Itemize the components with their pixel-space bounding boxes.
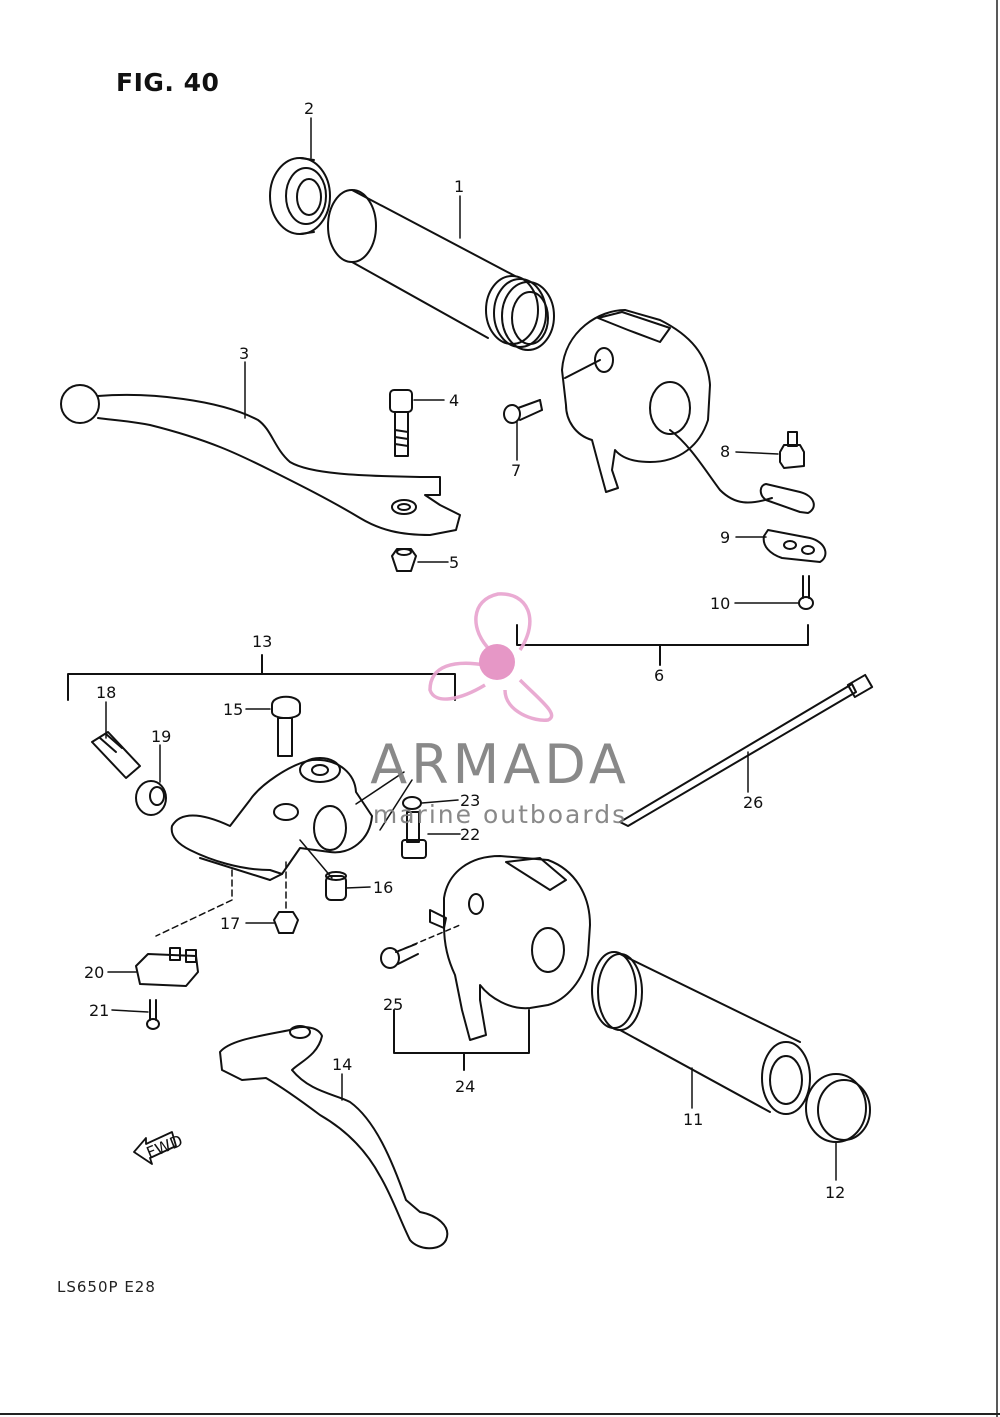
part-4-drawing [389,389,413,457]
part-23-drawing [402,796,422,810]
part-3-drawing [60,384,461,536]
label-8: 8 [720,442,730,461]
label-6: 6 [654,666,664,685]
part-10-drawing [798,575,814,610]
part-labels: 2 1 3 4 5 7 8 9 10 6 13 18 19 15 23 22 2… [84,99,845,1202]
part-5-drawing [391,548,417,572]
part-14-drawing [219,1025,449,1250]
label-17: 17 [220,914,240,933]
fwd-arrow [133,1131,177,1165]
label-24: 24 [455,1077,475,1096]
part-9-drawing [759,483,827,563]
part-18-drawing [91,731,141,779]
label-3: 3 [239,344,249,363]
part-11-drawing [591,951,811,1115]
part-17-drawing [273,911,299,934]
model-code: LS650P E28 [57,1278,156,1296]
bracket-24 [393,1009,530,1054]
bracket-13 [67,673,456,701]
part-21-drawing [146,999,160,1030]
part-7-drawing [503,399,543,424]
part-25-drawing [380,943,419,969]
watermark-tagline: marine outboards [373,800,627,829]
fwd-label: FWD [144,1131,186,1163]
part-15-drawing [271,695,301,757]
propeller-icon [428,592,554,722]
bracket-6 [516,624,809,646]
part-22-drawing [401,811,427,859]
label-2: 2 [304,99,314,118]
label-20: 20 [84,963,104,982]
label-9: 9 [720,528,730,547]
label-19: 19 [151,727,171,746]
label-23: 23 [460,791,480,810]
label-10: 10 [710,594,730,613]
label-11: 11 [683,1110,703,1129]
part-13-holder-drawing [170,757,373,881]
label-1: 1 [454,177,464,196]
part-19-drawing [135,780,167,816]
part-6-drawing [561,309,773,504]
label-13: 13 [252,632,272,651]
part-26-drawing [619,673,874,827]
propeller-hub [479,644,515,680]
label-15: 15 [223,700,243,719]
label-16: 16 [373,878,393,897]
part-20-drawing [135,947,199,987]
part-12-drawing [805,1073,871,1143]
label-14: 14 [332,1055,352,1074]
part-1-drawing [327,189,555,351]
label-7: 7 [511,461,521,480]
leader-lines [105,117,837,1181]
part-2-drawing [269,157,331,235]
part-16-drawing [325,871,347,901]
part-24-drawing [429,855,591,1041]
label-12: 12 [825,1183,845,1202]
label-4: 4 [449,391,459,410]
label-21: 21 [89,1001,109,1020]
label-5: 5 [449,553,459,572]
part-8-drawing [779,431,805,469]
label-25: 25 [383,995,403,1014]
watermark-brand: ARMADA [370,733,630,796]
watermark-logo: ARMADA marine outboards [370,592,630,829]
label-26: 26 [743,793,763,812]
label-18: 18 [96,683,116,702]
figure-title: FIG. 40 [116,68,220,97]
label-22: 22 [460,825,480,844]
